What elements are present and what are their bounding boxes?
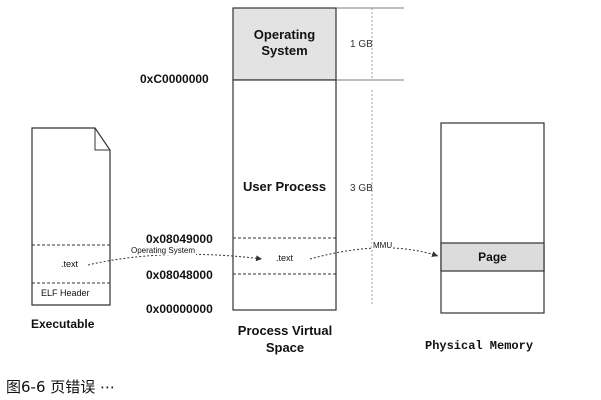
user-size-label: 3 GB — [350, 183, 373, 194]
process-space-title: Process Virtual Space — [237, 323, 333, 355]
address-segment-start: 0x08048000 — [146, 268, 213, 282]
address-zero: 0x00000000 — [146, 302, 213, 316]
executable-file-shape — [31, 127, 111, 306]
physical-memory-title: Physical Memory — [425, 339, 534, 353]
figure-caption: 图6-6 页错误 ⋯ — [6, 378, 116, 396]
user-region-label: User Process — [242, 179, 327, 194]
page-block — [440, 242, 545, 272]
user-region — [232, 79, 337, 311]
address-segment-end: 0x08049000 — [146, 232, 213, 246]
address-kernel-boundary: 0xC0000000 — [140, 72, 209, 86]
physical-memory-box — [440, 122, 545, 314]
os-region — [232, 7, 337, 81]
os-region-label: Operating System — [253, 27, 316, 58]
executable-title: Executable — [31, 317, 95, 331]
executable-file-fold — [94, 128, 110, 151]
os-size-label: 1 GB — [350, 39, 373, 50]
mmu-arrow-label: MMU — [372, 241, 394, 250]
executable-text-label: .text — [61, 259, 79, 269]
elf-header-label: ELF Header — [41, 288, 90, 298]
os-arrow-label: Operating System — [130, 246, 197, 255]
page-label: Page — [478, 250, 507, 264]
process-text-label: .text — [276, 253, 294, 263]
